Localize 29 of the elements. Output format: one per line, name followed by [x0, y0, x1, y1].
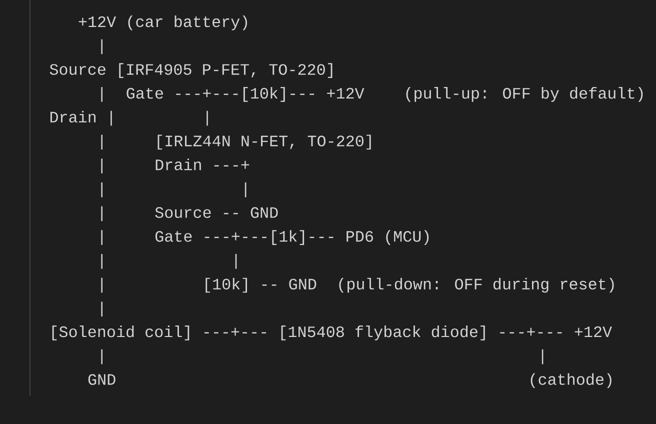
- code-text: |: [206, 110, 208, 126]
- code-text: Drain |: [50, 110, 112, 126]
- code-text: (pull-down: OFF during reset): [339, 278, 614, 293]
- code-text: |: [101, 278, 103, 293]
- code-text: |: [101, 254, 103, 269]
- code-text: Gate ---+---[10k]--- +12V: [126, 87, 364, 102]
- code-text: |: [101, 158, 103, 174]
- code-text: +12V (car battery): [78, 15, 247, 30]
- code-text: Source -- GND: [155, 207, 278, 218]
- code-text: Drain ---+: [156, 158, 250, 170]
- code-text: |: [101, 134, 103, 150]
- code-text: (pull-up: OFF by default): [406, 87, 643, 102]
- code-text: |: [101, 182, 103, 198]
- code-text: [10k] -- GND: [206, 278, 316, 293]
- code-text: |: [101, 302, 103, 316]
- code-text: [Solenoid coil] ---+--- [1N5408 flyback diode] ---+--- +12V: [52, 326, 612, 340]
- code-text: Gate ---+---[1k]--- PD6 (MCU): [155, 230, 429, 245]
- code-text: |: [101, 349, 103, 364]
- code-text: |: [542, 349, 544, 364]
- code-text: GND: [88, 374, 116, 385]
- code-text: |: [101, 230, 103, 245]
- code-text: |: [235, 254, 237, 269]
- code-text: (cathode): [530, 373, 612, 388]
- code-text: |: [244, 182, 246, 198]
- code-text: [IRLZ44N N-FET, TO-220]: [158, 134, 371, 150]
- code-text: |: [101, 206, 103, 222]
- code-text: Source [IRF4905 P-FET, TO-220]: [50, 63, 332, 78]
- code-text: |: [101, 87, 103, 102]
- code-text: |: [101, 39, 103, 54]
